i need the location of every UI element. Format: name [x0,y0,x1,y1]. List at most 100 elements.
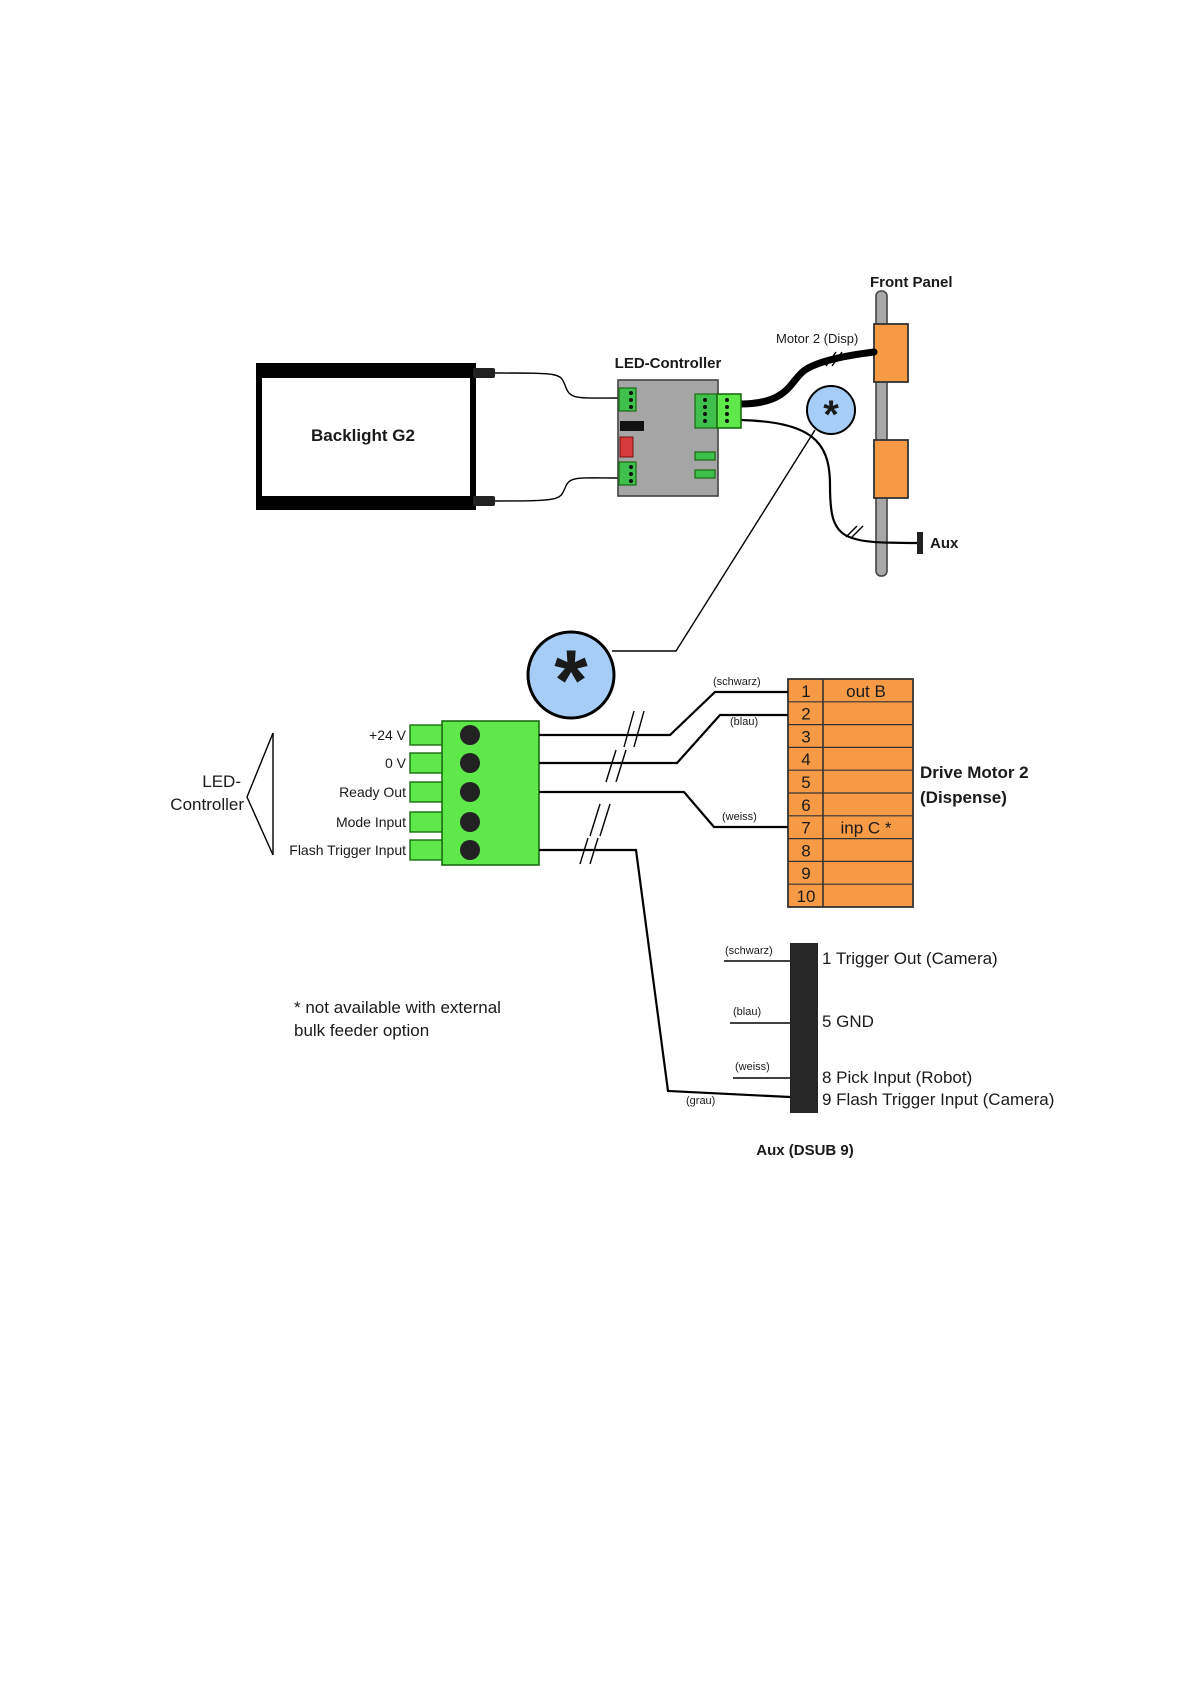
aux-dsub9-connector [790,943,818,1113]
connector-dot [629,405,633,409]
wire-break [623,710,635,748]
drive-motor-pin-number: 5 [801,773,810,792]
connector-dot [725,419,729,423]
front-panel-aux-label: Aux [930,535,959,552]
connector-dot [725,412,729,416]
wire-color-pin1: (schwarz) [713,676,761,688]
connector-dot [629,465,633,469]
led-controller-connector-right-plug [716,393,742,429]
terminal-pin-label: Flash Trigger Input [289,842,406,858]
aux-pin-1: 1 Trigger Out (Camera) [822,949,998,968]
aux-port [917,532,923,554]
aux-pin-8: 8 Pick Input (Robot) [822,1068,972,1087]
wire-break [589,803,601,837]
star-marker-small [806,385,856,435]
motor-cable [736,348,878,408]
terminal-pin-tab [409,781,443,803]
footnote-line1: * not available with external [294,998,501,1017]
aux-wire-color-9: (grau) [686,1095,715,1107]
connector-dot [725,398,729,402]
aux-cable-break [851,525,864,538]
terminal-pin-label: Ready Out [339,784,406,800]
wire-break [599,803,611,837]
led-controller-dip-switch [619,436,634,458]
motor-cable-label: Motor 2 (Disp) [776,331,858,346]
drive-motor-pin-number: 9 [801,864,810,883]
led-controller-ref-line1: LED- [202,772,241,791]
led-controller-connector-top [618,387,637,412]
connector-dot [629,472,633,476]
terminal-pin-tab [409,839,443,861]
terminal-screw [460,812,480,832]
backlight-title: Backlight G2 [311,426,415,445]
drive-motor-title-line1: Drive Motor 2 [920,763,1029,782]
wire-color-pin7: (weiss) [722,811,757,823]
backlight-cable-bottom [494,477,621,502]
connector-dot [703,419,707,423]
terminal-block [441,720,540,866]
terminal-screw [460,782,480,802]
wire-break [633,710,645,748]
wire-0v-to-pin2 [539,713,788,765]
wire-flash-to-aux9 [539,848,791,1099]
led-controller-title: LED-Controller [615,355,722,372]
aux-wire-color-5: (blau) [733,1006,761,1018]
drive-motor-pin-number: 2 [801,705,810,724]
star-marker-small-symbol: * [823,393,839,437]
wire-break [589,837,599,865]
aux-cable-break [845,525,858,538]
connector-dot [629,398,633,402]
terminal-screw [460,725,480,745]
aux-cable [739,418,918,545]
front-panel-title: Front Panel [870,274,953,291]
led-controller-ref-line2: Controller [170,795,244,814]
terminal-screw [460,840,480,860]
led-controller-connector-bottom [618,461,637,486]
star-marker-large-symbol: * [554,633,588,729]
wire-24v-to-pin1 [539,690,788,737]
front-panel-motor-port [873,323,909,383]
aux-wire-color-1: (schwarz) [725,945,773,957]
backlight-cable-top [494,372,621,399]
star-marker-large [526,630,616,720]
drive-motor-pin-number: 8 [801,841,810,860]
wire-ready-to-pin7 [539,790,788,829]
connector-dot [629,479,633,483]
connector-dot [703,405,707,409]
terminal-plug-body [441,720,540,866]
wire-color-pin2: (blau) [730,716,758,728]
aux-pin-9: 9 Flash Trigger Input (Camera) [822,1090,1054,1109]
led-controller-bracket [246,732,274,856]
wire-break [605,749,617,783]
backlight-plug-bottom [473,496,495,506]
terminal-pin-label: 0 V [385,755,407,771]
terminal-pin-label: Mode Input [336,814,406,830]
backlight-top-bar [257,364,475,378]
aux-wire-color-8: (weiss) [735,1061,770,1073]
drive-motor-pin-number: 4 [801,750,810,769]
drive-motor-pin-number: 7 [801,819,810,838]
drive-motor-pin-number: 3 [801,727,810,746]
led-controller-small-connector [694,451,716,461]
drive-motor-pin-label: out B [846,682,886,701]
terminal-pin-tab [409,752,443,774]
connector-dot [703,412,707,416]
terminal-pin-tab [409,811,443,833]
terminal-screw [460,753,480,773]
motor-cable-break [825,351,837,367]
led-controller-small-connector [694,469,716,479]
wire-break [579,837,589,865]
terminal-pin-label: +24 V [369,727,407,743]
backlight-plug-top [473,368,495,378]
terminal-pin-tab [409,724,443,746]
wire-break [615,749,627,783]
front-panel-port-2 [873,439,909,499]
drive-motor-pin-number: 6 [801,796,810,815]
aux-dsub9-title: Aux (DSUB 9) [756,1142,854,1159]
backlight-bottom-bar [257,496,475,510]
motor-cable-break [831,351,843,367]
drive-motor-pin-label: inp C * [840,819,891,838]
star-leader-line [612,429,816,652]
drive-motor-pin-number: 10 [797,887,816,906]
